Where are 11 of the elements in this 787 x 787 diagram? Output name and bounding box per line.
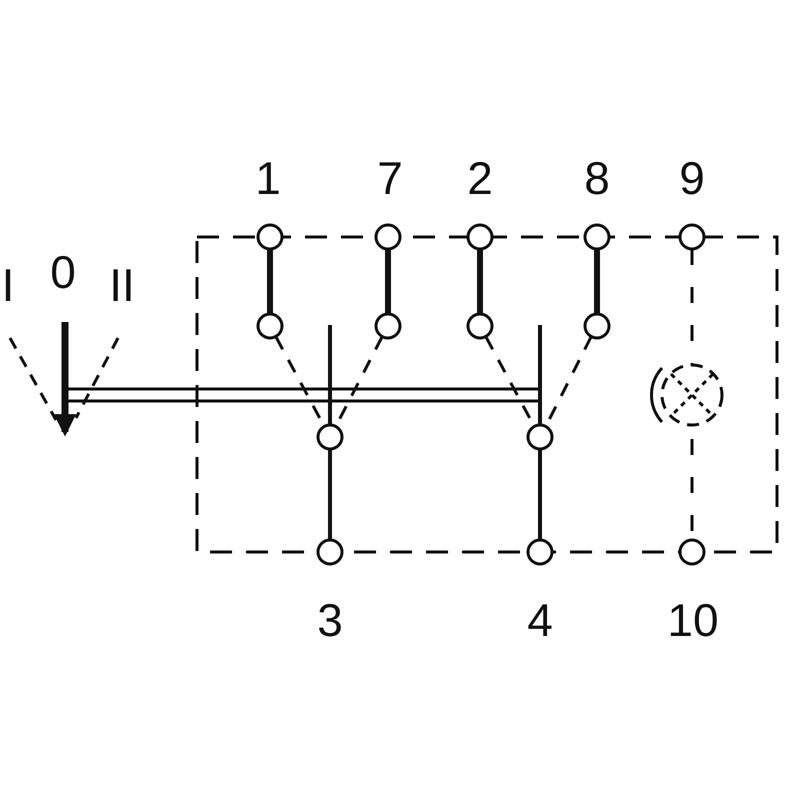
terminal-number: 4: [527, 597, 553, 643]
terminal-number: 9: [679, 155, 705, 201]
terminal-number: 2: [467, 155, 493, 201]
position-mark: 0: [50, 249, 76, 295]
position-mark: II: [109, 262, 135, 308]
terminal-number: 8: [584, 155, 610, 201]
terminal-number: 1: [255, 155, 281, 201]
terminal-number: 3: [317, 597, 343, 643]
terminal-number: 10: [667, 597, 719, 643]
terminal-number: 7: [377, 155, 403, 201]
position-mark: I: [2, 262, 14, 308]
